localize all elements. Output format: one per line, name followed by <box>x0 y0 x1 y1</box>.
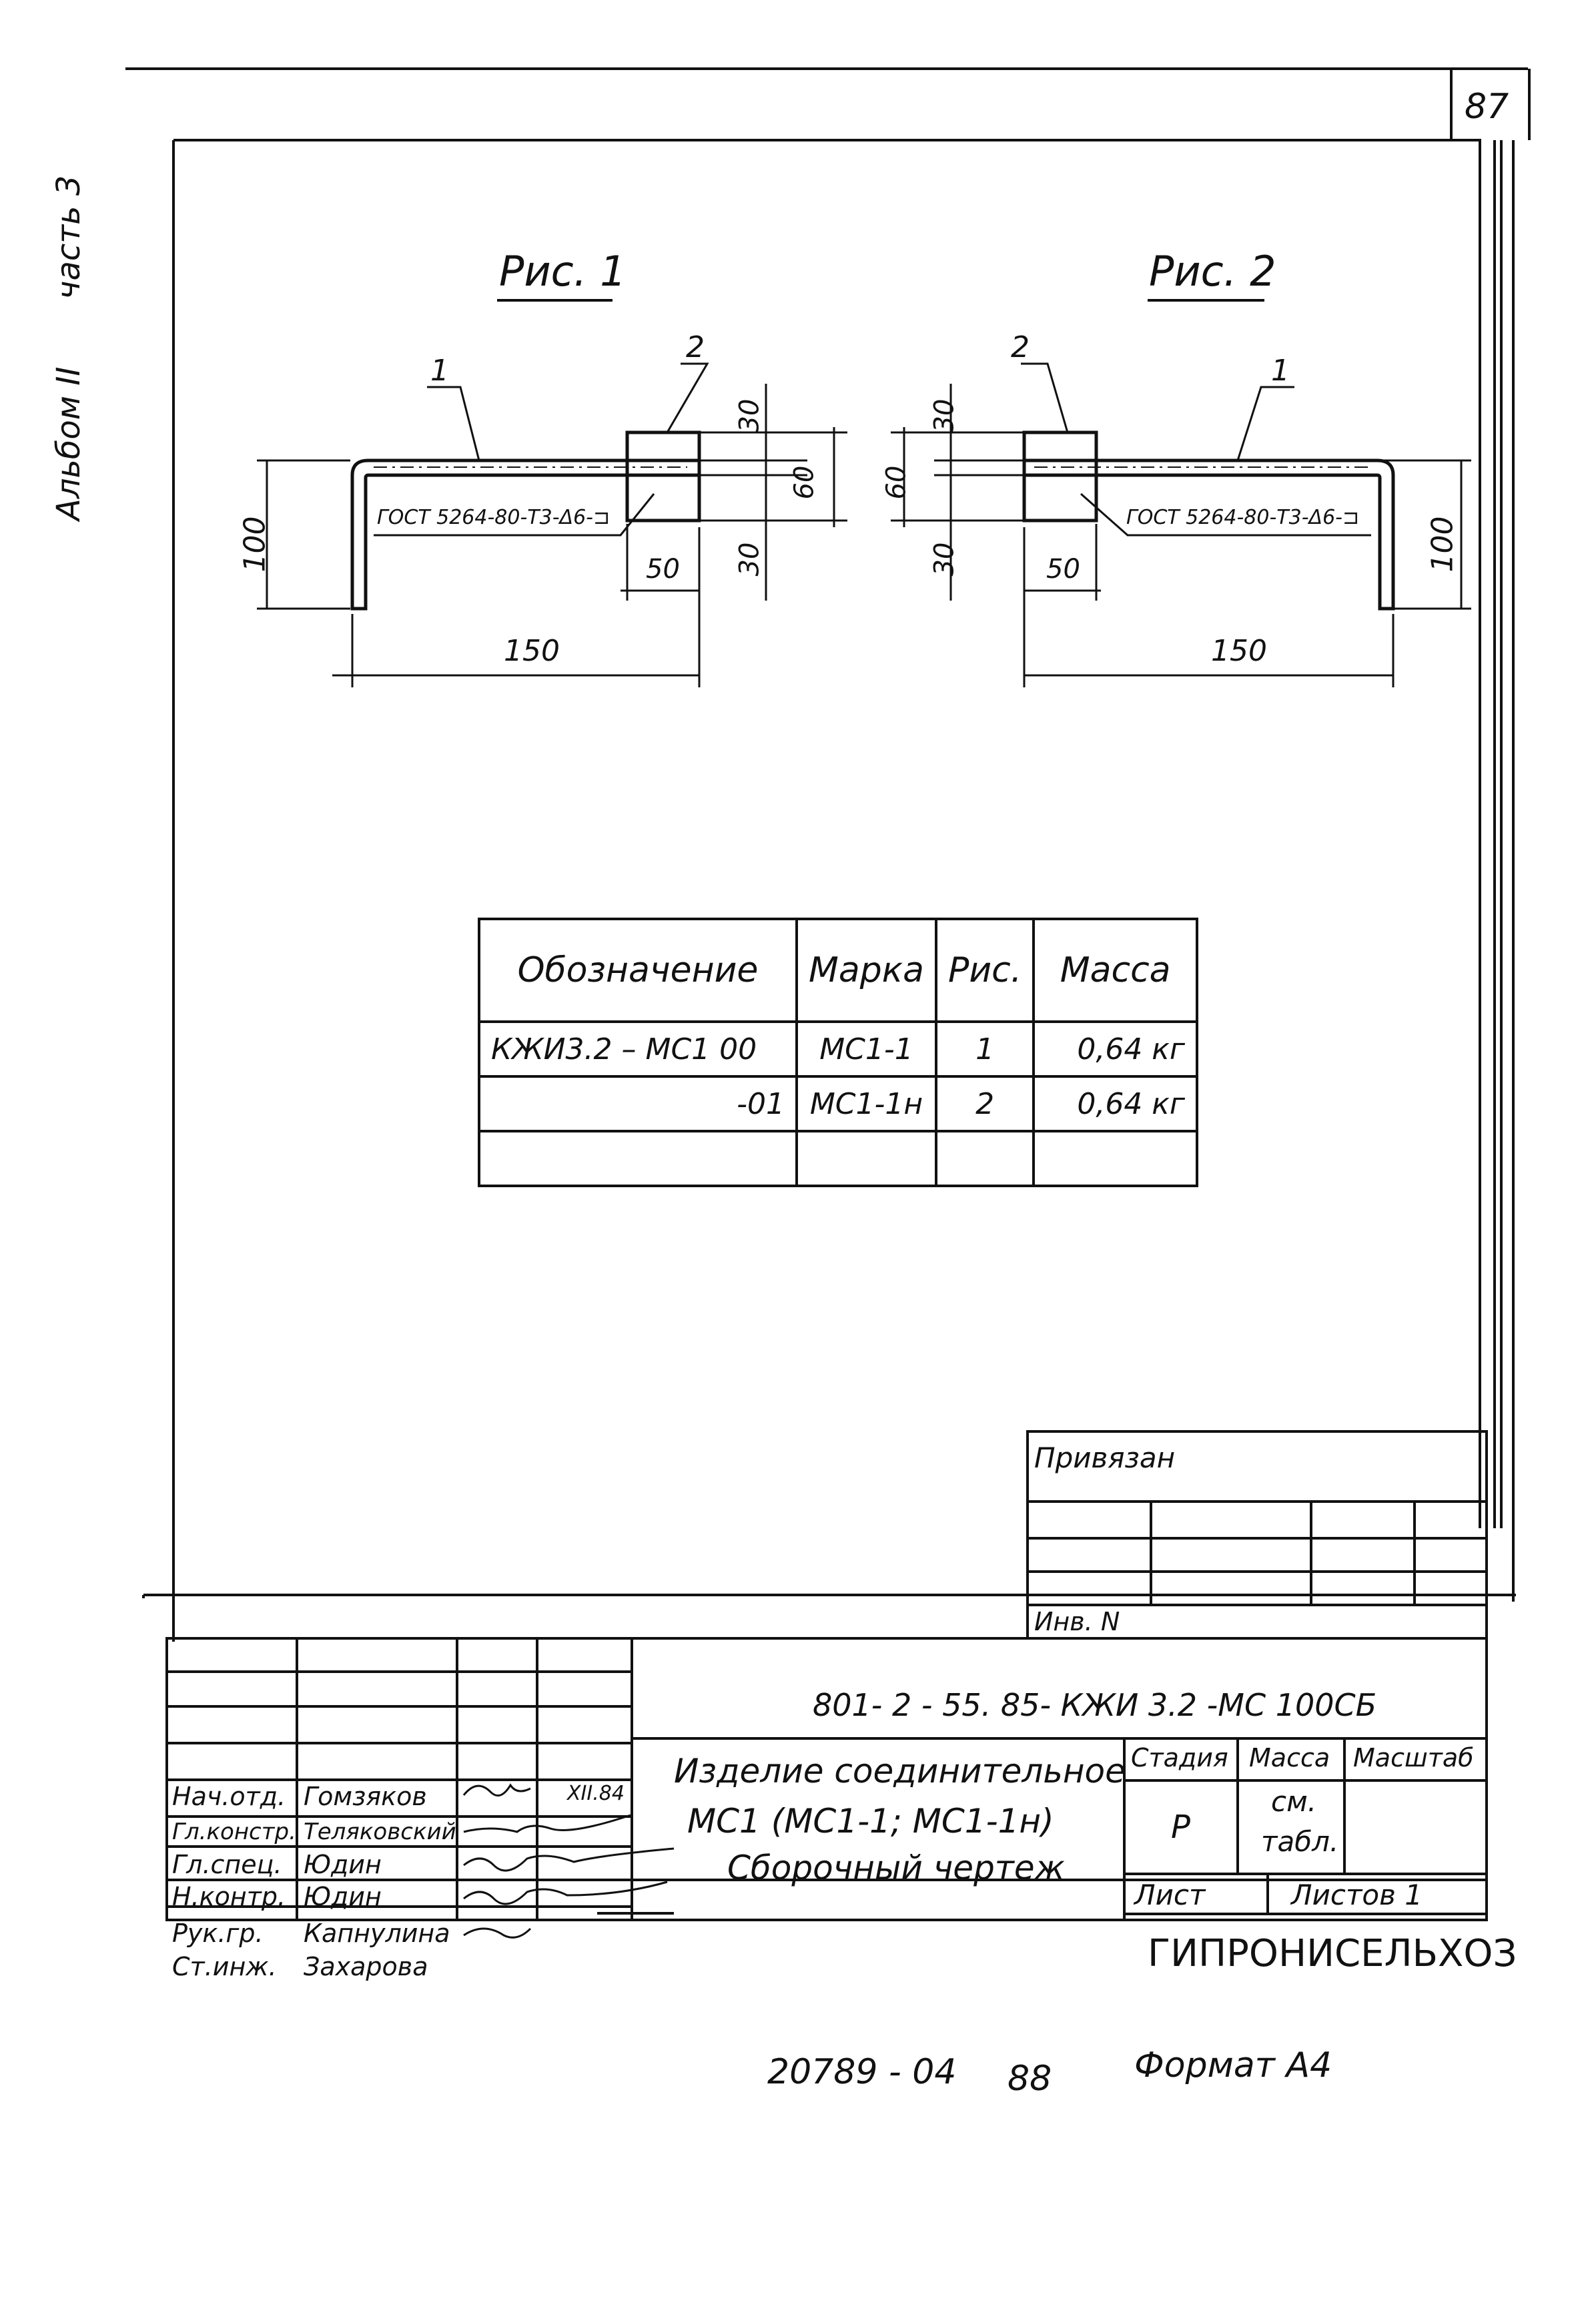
spec-cell: -01 <box>478 1075 798 1132</box>
spec-cell <box>935 1130 1036 1187</box>
fig2-dim-150: 150 <box>1211 634 1267 668</box>
spec-cell: 2 <box>935 1075 1036 1132</box>
spec-cell: 0,64 кг <box>1032 1075 1198 1132</box>
role-label: Гл.спец. <box>172 1850 282 1879</box>
organization: ГИПРОНИСЕЛЬХОЗ <box>1148 1932 1517 1975</box>
fig1-dim-30a: 30 <box>734 398 765 433</box>
stage-header: Стадия <box>1131 1743 1228 1772</box>
inv-label: Инв. N <box>1034 1607 1120 1636</box>
figure-2-title: Рис. 2 <box>1149 247 1276 296</box>
mass-value-2: табл. <box>1261 1825 1339 1858</box>
attach-title: Привязан <box>1034 1441 1176 1474</box>
title-name-line1: Изделие соединительное <box>674 1752 1126 1790</box>
fig1-dim-30b: 30 <box>734 542 765 577</box>
spec-table: Обозначение Марка Рис. Масса КЖИ3.2 – МС… <box>478 918 1198 1187</box>
table-row: -01 МС1-1н 2 0,64 кг <box>478 1075 1198 1132</box>
fig2-dim-30a: 30 <box>929 398 960 433</box>
attach-block-grid <box>1026 1430 1488 1640</box>
person-name: Капнулина <box>304 1919 450 1948</box>
spec-header-mark: Марка <box>795 918 938 1023</box>
table-row: КЖИ3.2 – МС1 00 МС1-1 1 0,64 кг <box>478 1020 1198 1078</box>
fig2-dim-50: 50 <box>1046 554 1080 585</box>
figure-2-drawing <box>891 362 1471 687</box>
person-name: Гомзяков <box>304 1782 427 1811</box>
fig1-dim-100: 100 <box>238 516 272 573</box>
fig1-pos-1: 1 <box>430 354 449 388</box>
spec-cell: КЖИ3.2 – МС1 00 <box>478 1020 798 1078</box>
person-name: Захарова <box>304 1952 428 1981</box>
role-label: Н.контр. <box>172 1882 286 1911</box>
stage-value: Р <box>1171 1809 1190 1846</box>
fig1-pos-2: 2 <box>686 330 705 364</box>
document-code: 801- 2 - 55. 85- КЖИ 3.2 -МС 100СБ <box>813 1687 1377 1723</box>
figure-1-drawing <box>257 362 847 687</box>
spec-cell <box>795 1130 938 1187</box>
mass-value-1: см. <box>1271 1785 1317 1818</box>
fig2-dim-60: 60 <box>881 465 912 500</box>
spec-cell <box>478 1130 798 1187</box>
signatures <box>462 1783 675 1939</box>
spec-cell: МС1-1н <box>795 1075 938 1132</box>
page-number: 87 <box>1465 87 1509 127</box>
fig1-dim-150: 150 <box>504 634 560 668</box>
table-row <box>478 1130 1198 1187</box>
person-name: Юдин <box>304 1850 382 1879</box>
fig2-pos-1: 1 <box>1271 354 1290 388</box>
part-label: часть 3 <box>50 175 87 300</box>
role-label: Ст.инж. <box>172 1952 277 1981</box>
fig1-dim-60: 60 <box>789 465 820 500</box>
sheet-label: Лист <box>1134 1879 1206 1911</box>
scale-header: Масштаб <box>1353 1743 1474 1772</box>
spec-cell: 1 <box>935 1020 1036 1078</box>
sheets-label: Листов 1 <box>1291 1879 1423 1911</box>
title-name-line3: Сборочный чертеж <box>727 1849 1065 1887</box>
role-label: Нач.отд. <box>172 1782 286 1811</box>
person-name: Юдин <box>304 1882 382 1911</box>
spec-header-row: Обозначение Марка Рис. Масса <box>478 918 1198 1023</box>
role-label: Рук.гр. <box>172 1919 264 1948</box>
footer-format: Формат А4 <box>1134 2045 1332 2085</box>
spec-header-designation: Обозначение <box>478 918 798 1023</box>
approval-date: XII.84 <box>567 1782 625 1805</box>
side-label: Альбом II часть 3 <box>50 176 87 521</box>
title-name-line2: МС1 (МС1-1; МС1-1н) <box>687 1802 1054 1841</box>
fig1-dim-50: 50 <box>646 554 680 585</box>
fig2-pos-2: 2 <box>1011 330 1030 364</box>
fig2-dim-30b: 30 <box>929 542 960 577</box>
fig1-gost: ГОСТ 5264-80-Т3-Δ6-⊐ <box>377 506 611 529</box>
footer-number: 20789 - 04 <box>767 2052 957 2092</box>
spec-cell <box>1032 1130 1198 1187</box>
footer-page: 88 <box>1008 2059 1052 2099</box>
mass-header: Масса <box>1249 1743 1330 1772</box>
fig2-dim-100: 100 <box>1425 516 1460 573</box>
role-label: Гл.констр. <box>172 1819 296 1845</box>
spec-cell: 0,64 кг <box>1032 1020 1198 1078</box>
fig2-gost: ГОСТ 5264-80-Т3-Δ6-⊐ <box>1126 506 1360 529</box>
title-block-grid <box>165 1637 1488 1921</box>
spec-header-fig: Рис. <box>935 918 1036 1023</box>
album-label: Альбом II <box>50 366 87 521</box>
figure-1-title: Рис. 1 <box>499 247 627 296</box>
person-name: Теляковский <box>304 1819 456 1845</box>
spec-header-mass: Масса <box>1032 918 1198 1023</box>
spec-cell: МС1-1 <box>795 1020 938 1078</box>
